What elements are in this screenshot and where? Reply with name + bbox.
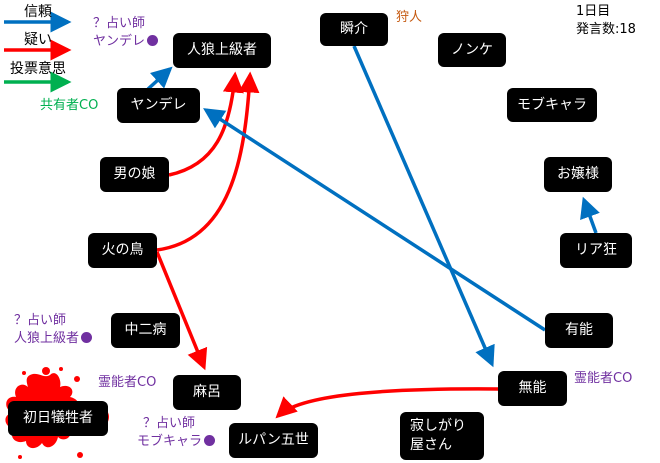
edge-munou-to-lupin-suspicion [275, 387, 500, 419]
player-node-jinrou[interactable]: 人狼上級者 [173, 33, 271, 68]
seer-result-dot-icon [81, 332, 93, 343]
seer-lupin-label: ？占い師 [143, 416, 196, 431]
edge-shunsuke-to-munou-trust [352, 45, 495, 368]
player-node-riakyou[interactable]: リア狂 [560, 233, 632, 268]
edge-yandere-to-jinrou-trust [146, 66, 173, 91]
yandere-co-note: 共有者CO [40, 98, 99, 113]
seer-note-label: ？占い師 [93, 16, 146, 31]
post-count-label: 発言数:18 [576, 22, 636, 37]
medium-note-maro: 霊能者CO [98, 375, 157, 390]
seer-lupin-result: モブキャラ [137, 434, 203, 449]
seer-result-dot-icon [147, 35, 159, 46]
player-node-otokonoko[interactable]: 男の娘 [100, 157, 169, 192]
edge-hinotori-to-maro-suspicion [155, 251, 208, 371]
seer-note-chuuni: ？占い師 人狼上級者 [14, 312, 93, 348]
player-node-chuunibyou[interactable]: 中二病 [111, 313, 180, 348]
player-node-mobchara[interactable]: モブキャラ [507, 88, 597, 122]
player-node-shonichi-bg [8, 401, 108, 436]
player-node-lupin[interactable]: ルパン五世 [229, 423, 318, 458]
seer-note-yandere: ？占い師 ヤンデレ [93, 15, 159, 51]
player-node-shonichi[interactable]: 初日犠牲者 [23, 410, 93, 426]
player-node-maro[interactable]: 麻呂 [173, 375, 241, 410]
edge-riakyou-to-ojousama-trust [580, 196, 600, 234]
player-node-sabishigari[interactable]: 寂しがり 屋さん [400, 412, 484, 460]
player-node-nonke[interactable]: ノンケ [438, 33, 506, 67]
seer-result-dot-icon [204, 435, 216, 446]
player-node-shunsuke[interactable]: 瞬介 [320, 13, 388, 46]
player-node-hinotori[interactable]: 火の鳥 [88, 233, 157, 268]
medium-note-munou: 霊能者CO [574, 371, 633, 386]
sabishigari-line1: 寂しがり [410, 418, 466, 434]
seer-chuuni-result: 人狼上級者 [14, 331, 80, 346]
legend-suspicion-label: 疑い [24, 32, 52, 48]
shunsuke-role-note: 狩人 [396, 10, 423, 25]
seer-note-result: ヤンデレ [93, 34, 146, 49]
player-node-ojousama[interactable]: お嬢様 [544, 157, 612, 192]
player-node-munou[interactable]: 無能 [498, 371, 567, 406]
sabishigari-line2: 屋さん [410, 437, 452, 453]
player-node-yandere[interactable]: ヤンデレ [117, 88, 200, 123]
legend-trust-label: 信頼 [24, 4, 52, 20]
day-status: 1日目 発言数:18 [576, 3, 636, 39]
seer-note-lupin: ？占い師 モブキャラ [137, 415, 216, 451]
day-label: 1日目 [576, 4, 611, 19]
edge-otokonoko-to-jinrou-suspicion [168, 71, 244, 177]
edge-yuunou-to-yandere-trust [203, 108, 546, 332]
player-node-yuunou[interactable]: 有能 [545, 313, 613, 348]
edge-hinotori-to-jinrou-suspicion [156, 71, 260, 252]
legend-vote-label: 投票意思 [10, 61, 66, 77]
seer-chuuni-label: ？占い師 [14, 313, 67, 328]
